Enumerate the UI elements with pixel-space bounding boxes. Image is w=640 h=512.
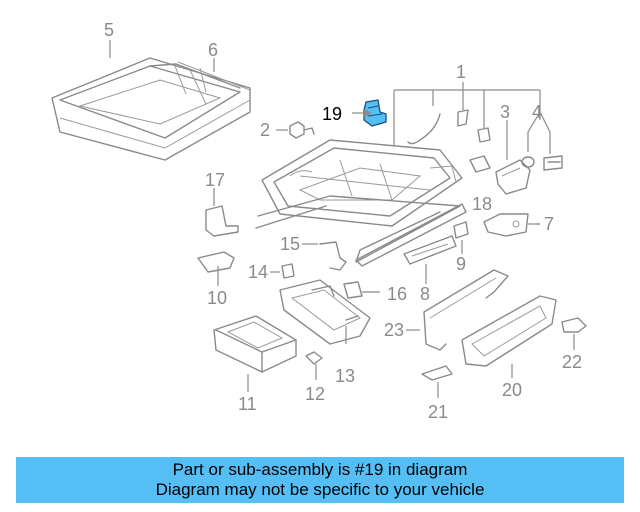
callout-23: 23 bbox=[384, 320, 404, 340]
part-22-lever bbox=[561, 317, 587, 350]
callout-12: 12 bbox=[305, 384, 325, 404]
banner-line-1: Part or sub-assembly is #19 in diagram bbox=[172, 460, 468, 479]
leader-lines bbox=[109, 40, 540, 225]
part-9-clip bbox=[453, 221, 469, 254]
callout-13: 13 bbox=[335, 366, 355, 386]
callout-4: 4 bbox=[532, 102, 542, 122]
seat-frame bbox=[255, 139, 467, 267]
part-10-cover bbox=[197, 251, 235, 286]
part-7-bracket bbox=[483, 213, 540, 237]
callout-5: 5 bbox=[104, 20, 114, 40]
callout-17: 17 bbox=[205, 170, 225, 190]
callout-7: 7 bbox=[544, 214, 554, 234]
callout-10: 10 bbox=[207, 288, 227, 308]
callout-16: 16 bbox=[387, 284, 407, 304]
part-15-rod bbox=[302, 241, 347, 271]
part-17-bracket bbox=[205, 188, 239, 237]
info-banner: Part or sub-assembly is #19 in diagram D… bbox=[16, 457, 624, 503]
callout-21: 21 bbox=[428, 402, 448, 422]
callout-2: 2 bbox=[260, 120, 270, 140]
callout-11: 11 bbox=[238, 394, 257, 414]
callout-15: 15 bbox=[280, 234, 300, 254]
callout-8: 8 bbox=[420, 284, 430, 304]
callout-6: 6 bbox=[208, 40, 218, 60]
part-21-knob bbox=[421, 365, 453, 398]
callout-14: 14 bbox=[248, 262, 268, 282]
callout-22: 22 bbox=[562, 352, 582, 372]
part-8-trim bbox=[403, 235, 457, 284]
part-16-clip bbox=[343, 281, 380, 299]
part-2-bolt bbox=[276, 121, 315, 139]
part-3-motor bbox=[495, 120, 531, 195]
part-1-harness bbox=[393, 82, 541, 173]
part-13-tray bbox=[279, 279, 371, 345]
banner-line-2: Diagram may not be specific to your vehi… bbox=[155, 480, 485, 499]
part-12-clip bbox=[305, 351, 323, 380]
part-5-seat-cushion bbox=[51, 57, 251, 161]
part-20-side-shield bbox=[461, 295, 557, 378]
callout-19: 19 bbox=[322, 104, 342, 124]
callout-20: 20 bbox=[502, 380, 522, 400]
callout-1: 1 bbox=[456, 62, 466, 82]
part-6-cushion-pad bbox=[177, 61, 251, 93]
callout-18: 18 bbox=[472, 194, 492, 214]
part-11-drawer bbox=[213, 315, 297, 392]
part-23-wire-frame bbox=[406, 269, 509, 351]
part-4-bolt bbox=[521, 111, 563, 171]
part-14-screw bbox=[270, 263, 295, 279]
callout-3: 3 bbox=[500, 102, 510, 122]
callout-numbers: 1 2 3 4 5 6 7 8 9 10 11 12 13 14 15 16 1… bbox=[104, 20, 582, 422]
callout-9: 9 bbox=[456, 254, 466, 274]
